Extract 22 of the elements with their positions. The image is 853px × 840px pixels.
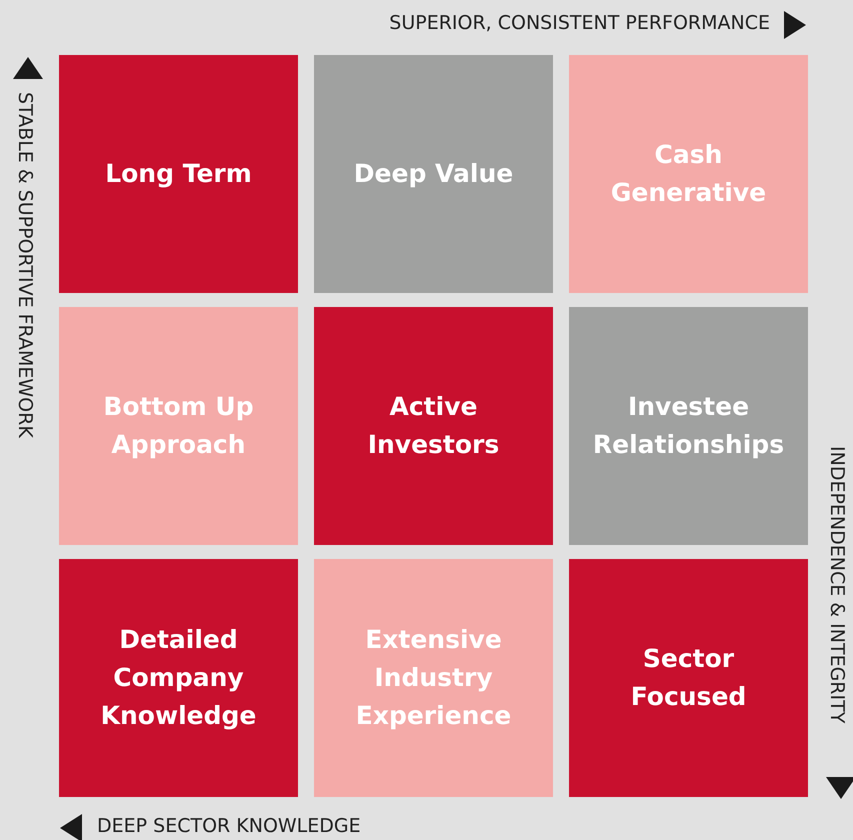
tile-label: Sector Focused	[630, 643, 748, 713]
axis-label: DEEP SECTOR KNOWLEDGE	[97, 815, 361, 837]
axis-label: INDEPENDENCE & INTEGRITY	[826, 446, 848, 724]
tile-label: Extensive Industry Experience	[354, 624, 512, 732]
tile-label: Long Term	[105, 158, 252, 190]
tile-label: Cash Generative	[610, 139, 768, 209]
tile-label: Deep Value	[354, 158, 514, 190]
quadrant-tile	[59, 55, 298, 293]
axis-label: STABLE & SUPPORTIVE FRAMEWORK	[14, 92, 36, 438]
quadrant-tile	[569, 55, 808, 293]
tile-label: Investee Relationships	[592, 391, 786, 461]
quadrant-tile	[59, 307, 298, 545]
quadrant-tile	[314, 307, 553, 545]
quadrant-tile	[569, 559, 808, 797]
quadrant-tile	[314, 55, 553, 293]
quadrant-tile	[59, 559, 298, 797]
quadrant-tile	[569, 307, 808, 545]
quadrant-tile	[314, 559, 553, 797]
tile-label: Active Investors	[366, 391, 500, 461]
tile-label: Bottom Up Approach	[102, 391, 255, 461]
tile-label: Detailed Company Knowledge	[100, 624, 258, 732]
axis-label: SUPERIOR, CONSISTENT PERFORMANCE	[389, 12, 770, 34]
